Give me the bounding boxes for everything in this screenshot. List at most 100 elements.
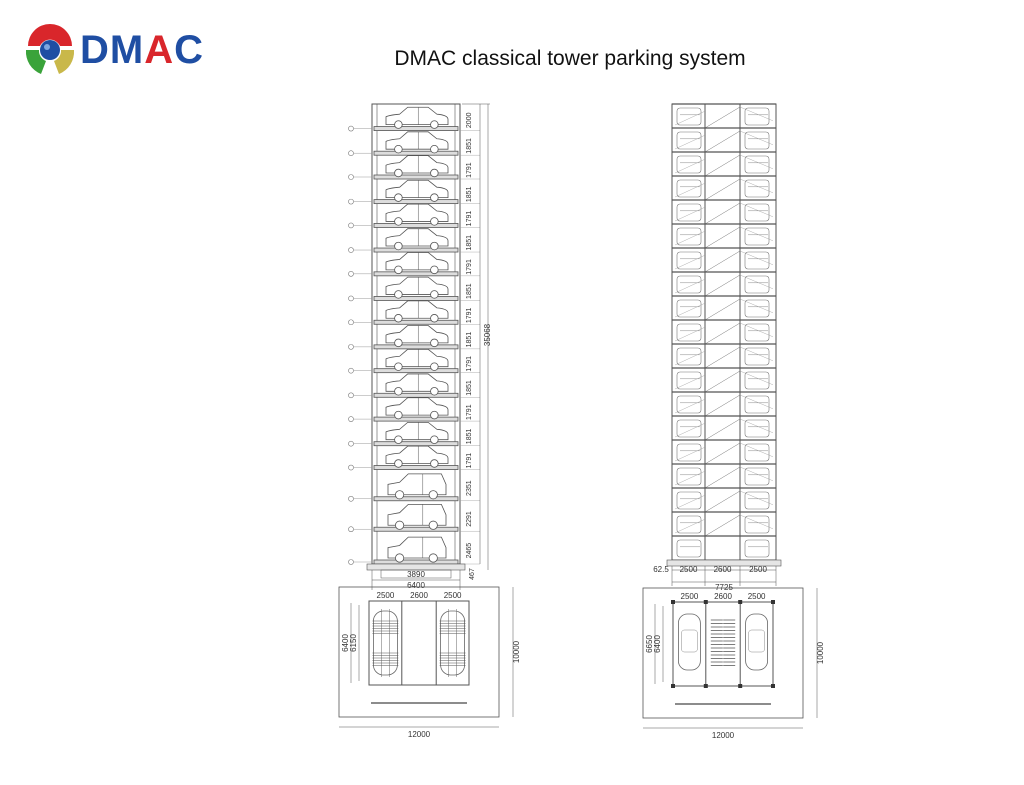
parking-level: 1851 xyxy=(348,325,480,350)
parking-level: 1791 xyxy=(348,300,480,326)
dimension-label: 2600 xyxy=(410,591,428,600)
dimension-label: 2500 xyxy=(680,565,698,574)
tower-level xyxy=(672,271,776,297)
pit-depth-label: 467 xyxy=(469,568,476,580)
parking-level: 1851 xyxy=(348,276,480,302)
parking-level: 1791 xyxy=(348,252,480,277)
tower-level xyxy=(672,367,776,393)
offset-label: 62.5 xyxy=(653,565,669,574)
parking-level: 1791 xyxy=(348,348,480,374)
dimension-label: 1791 xyxy=(466,356,473,372)
parking-level: 1791 xyxy=(348,445,480,471)
car-top-icon xyxy=(440,610,466,676)
dimension-label: 1791 xyxy=(466,453,473,469)
car-front-icon xyxy=(744,515,770,534)
tower-level xyxy=(672,391,776,417)
car-front-icon xyxy=(744,179,770,198)
tower-level xyxy=(672,223,776,249)
dimension-label: 1851 xyxy=(466,186,473,202)
car-front-icon xyxy=(676,395,702,414)
dimension-label: 1791 xyxy=(466,404,473,420)
car-front-icon xyxy=(676,299,702,318)
tower-level xyxy=(672,415,776,441)
car-front-icon xyxy=(744,227,770,246)
dimension-label: 2500 xyxy=(681,592,699,601)
tower-level xyxy=(672,463,776,489)
car-front-icon xyxy=(744,251,770,270)
car-front-icon xyxy=(744,323,770,342)
car-front-icon xyxy=(676,491,702,510)
parking-level: 2000 xyxy=(348,106,480,132)
dimension-label: 1851 xyxy=(466,235,473,251)
dimension-label: 1851 xyxy=(466,283,473,299)
car-front-icon xyxy=(676,275,702,294)
car-front-icon xyxy=(676,227,702,246)
dimension-label: 1851 xyxy=(466,429,473,445)
tower-level xyxy=(672,295,776,321)
car-top-icon xyxy=(678,613,701,671)
dimension-label: 2500 xyxy=(749,565,767,574)
depth-inner-label: 6150 xyxy=(349,634,358,652)
car-front-icon xyxy=(676,107,702,126)
car-front-icon xyxy=(676,419,702,438)
car-front-icon xyxy=(744,395,770,414)
car-front-icon xyxy=(676,131,702,150)
tower-level xyxy=(672,511,776,537)
dimension-label: 2500 xyxy=(444,591,462,600)
depth-outer-label: 6400 xyxy=(341,634,350,652)
parking-level: 1851 xyxy=(348,228,480,253)
tower-level xyxy=(672,439,776,465)
parking-level: 1791 xyxy=(348,155,480,180)
dimension-label: 1791 xyxy=(466,259,473,275)
car-front-icon xyxy=(676,179,702,198)
site-width-label: 12000 xyxy=(712,731,735,740)
car-front-icon xyxy=(676,443,702,462)
parking-level: 2351 xyxy=(348,473,480,502)
dimension-label: 1851 xyxy=(466,380,473,396)
car-front-icon xyxy=(676,155,702,174)
car-front-icon xyxy=(744,131,770,150)
dimension-label: 2500 xyxy=(748,592,766,601)
dimension-label: 2000 xyxy=(466,112,473,128)
dimension-label: 2465 xyxy=(466,543,473,559)
car-front-icon xyxy=(744,467,770,486)
tower-level xyxy=(672,151,776,177)
site-depth-label: 10000 xyxy=(512,640,521,663)
car-front-icon xyxy=(744,371,770,390)
parking-level: 1791 xyxy=(348,397,480,422)
parking-level: 1851 xyxy=(348,131,480,156)
tower-level xyxy=(672,487,776,513)
tower-level xyxy=(672,247,776,273)
tower-level xyxy=(672,103,776,129)
car-front-icon xyxy=(744,203,770,222)
tower-level xyxy=(672,343,776,369)
parking-level: 2291 xyxy=(348,503,480,533)
parking-level: 1851 xyxy=(348,373,480,399)
car-top-icon xyxy=(745,613,768,671)
tower-level xyxy=(672,535,776,558)
tower-level xyxy=(672,319,776,345)
car-front-icon xyxy=(676,467,702,486)
car-front-icon xyxy=(676,347,702,366)
dimension-label: 1851 xyxy=(466,138,473,154)
parking-level: 1791 xyxy=(348,203,480,229)
car-front-icon xyxy=(744,419,770,438)
depth-inner-label: 6400 xyxy=(653,635,662,653)
tower-level xyxy=(672,127,776,153)
total-height-label: 35068 xyxy=(483,323,492,346)
depth-outer-label: 6650 xyxy=(645,635,654,653)
base-width-inner-label: 3890 xyxy=(407,570,425,579)
car-front-icon xyxy=(744,155,770,174)
dimension-label: 2351 xyxy=(466,480,473,496)
car-front-icon xyxy=(744,347,770,366)
car-front-icon xyxy=(744,107,770,126)
logo-wordmark: DMAC xyxy=(80,28,204,72)
total-width-label: 7725 xyxy=(715,583,733,592)
parking-level: 1851 xyxy=(348,179,480,205)
car-front-icon xyxy=(676,203,702,222)
dimension-label: 2600 xyxy=(714,592,732,601)
car-front-icon xyxy=(744,275,770,294)
